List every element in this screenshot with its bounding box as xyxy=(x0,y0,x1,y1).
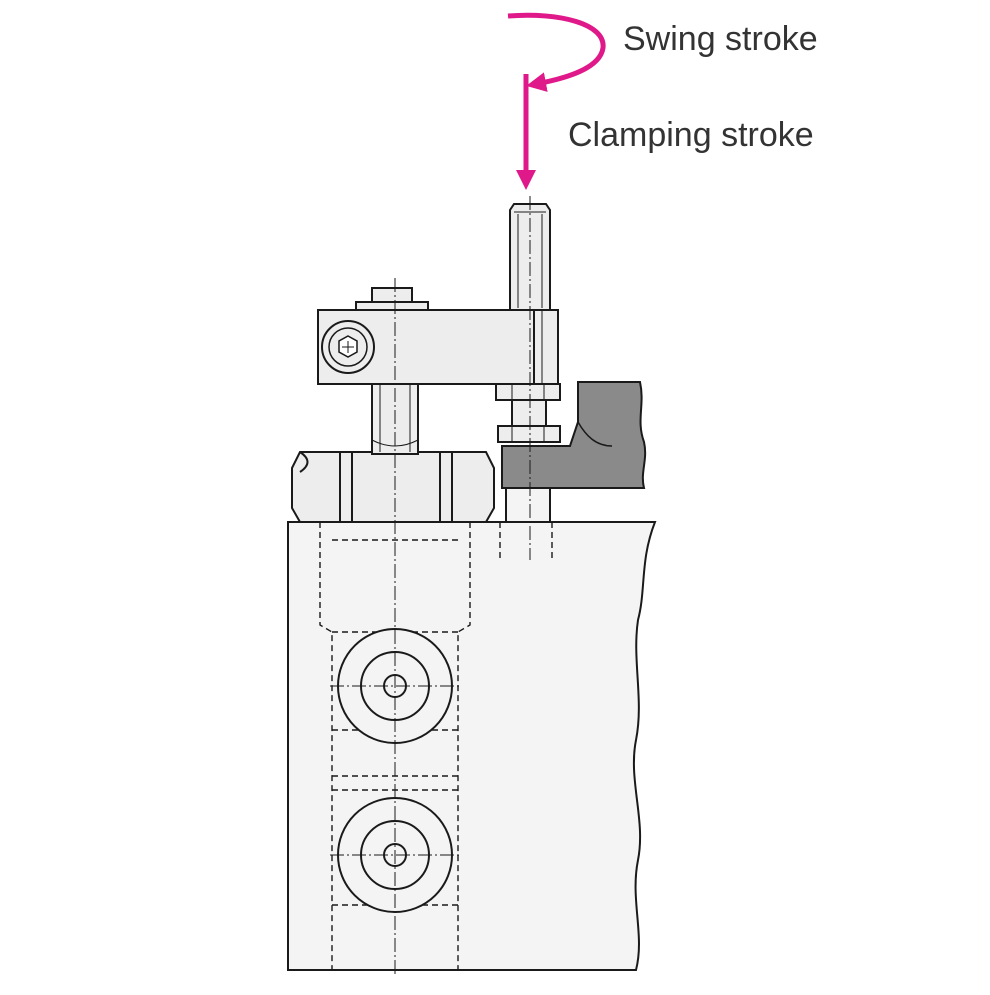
workpiece xyxy=(501,381,647,489)
hex-nut xyxy=(291,451,495,523)
socket-screw-icon xyxy=(321,320,375,374)
swing-stroke-arrow xyxy=(507,12,606,92)
support-stud xyxy=(505,487,551,523)
arm-top-screw xyxy=(355,301,429,311)
clamp-body xyxy=(287,521,657,971)
center-lines xyxy=(330,196,531,975)
lock-nut-stack xyxy=(495,383,561,443)
hidden-bores xyxy=(319,522,553,970)
swing-stroke-label: Swing stroke xyxy=(623,20,818,58)
clamping-stroke-label: Clamping stroke xyxy=(568,116,814,154)
